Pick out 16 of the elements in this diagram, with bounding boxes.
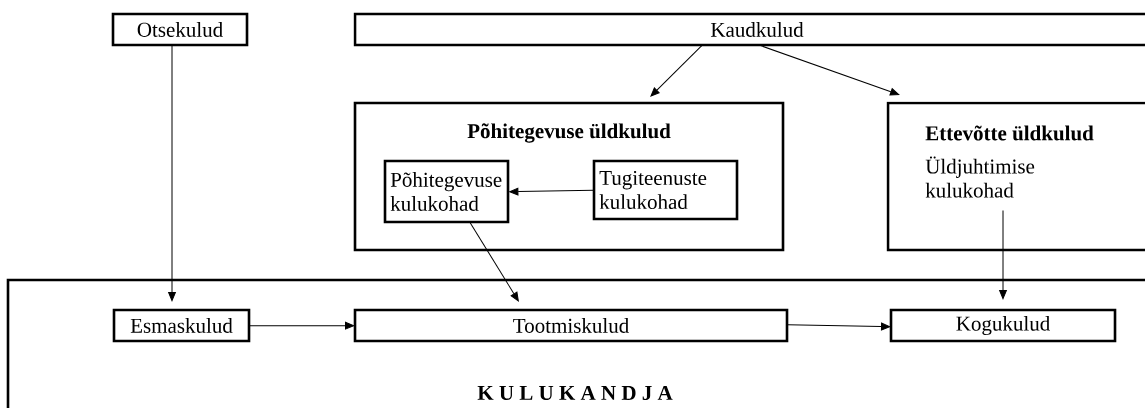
cost-box: Põhitegevuse kulukohad	[383, 159, 510, 224]
arrow	[509, 187, 595, 196]
cost-box: Tootmiskulud	[353, 308, 789, 343]
group-box: Ettevõtte üldkulud Üldjuhtimise kulukohad	[886, 101, 1145, 252]
cost-band: Kaudkulud	[353, 12, 1145, 47]
cost-box: Kogukulud	[889, 308, 1117, 343]
arrow	[469, 221, 519, 302]
arrow	[999, 209, 1007, 300]
arrow	[650, 44, 703, 97]
arrow	[786, 322, 891, 331]
cost-box: Otsekulud	[111, 12, 249, 47]
cost-box: Esmaskulud	[112, 308, 251, 343]
arrow	[168, 44, 176, 302]
arrow	[759, 44, 900, 96]
cost-box: Tugiteenuste kulukohad	[592, 159, 739, 221]
arrow	[248, 321, 355, 330]
